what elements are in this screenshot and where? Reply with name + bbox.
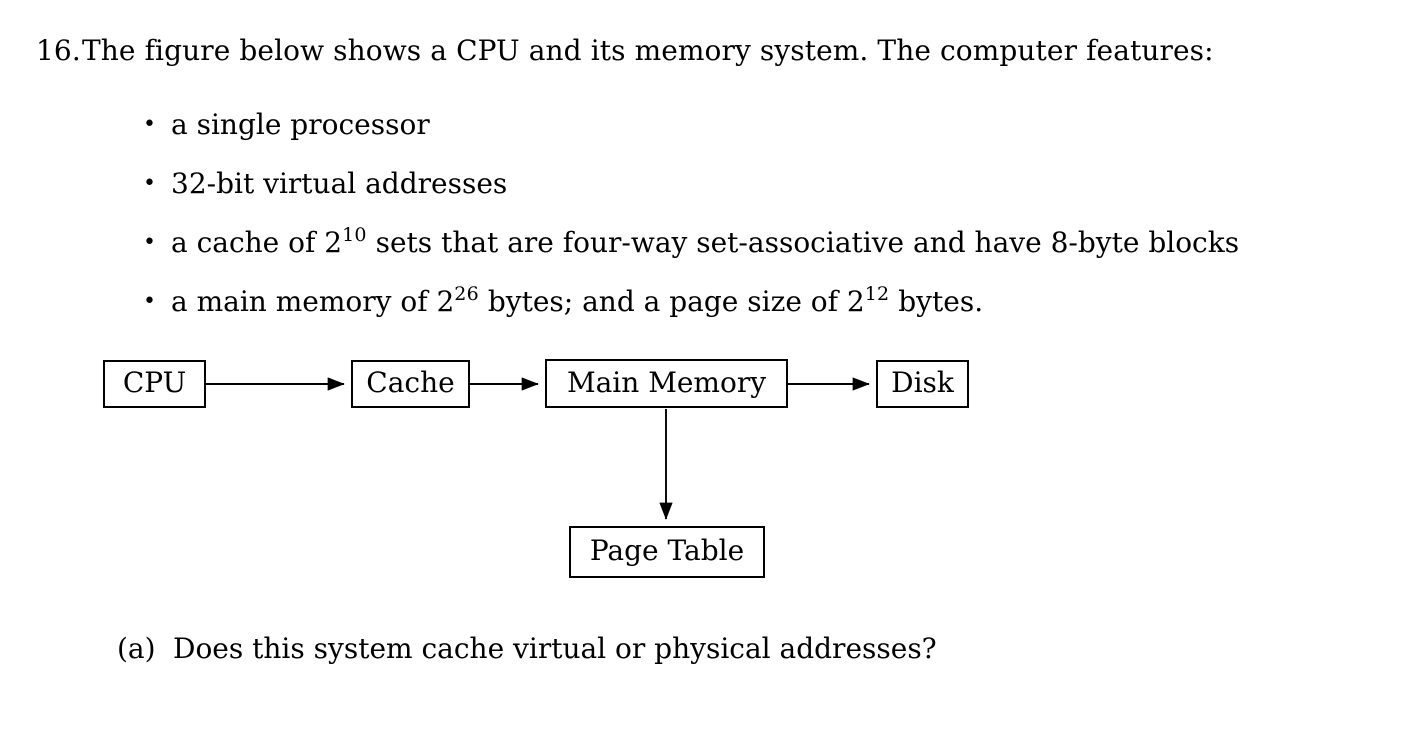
feature-list-item: • a cache of 210 sets that are four-way s… bbox=[143, 223, 1393, 285]
feature-list-item-text: a cache of 210 sets that are four-way se… bbox=[171, 223, 1240, 259]
subquestion-label: (a) bbox=[117, 632, 156, 665]
feature-list-item: • 32-bit virtual addresses bbox=[143, 167, 1393, 226]
feature-list-item-text: 32-bit virtual addresses bbox=[171, 167, 508, 200]
diagram-node-main-memory: Main Memory bbox=[545, 359, 788, 408]
subquestion-text: Does this system cache virtual or physic… bbox=[173, 632, 937, 665]
diagram-node-page-table-label: Page Table bbox=[589, 534, 745, 567]
problem-statement-text: The figure below shows a CPU and its mem… bbox=[82, 34, 1214, 67]
feature-list-item: • a single processor bbox=[143, 108, 1393, 167]
feature-list-item-text: a single processor bbox=[171, 108, 430, 141]
exponent: 12 bbox=[864, 282, 890, 305]
feature-list-item: • a main memory of 226 bytes; and a page … bbox=[143, 282, 1393, 344]
diagram-node-cpu: CPU bbox=[103, 360, 206, 408]
diagram-node-page-table: Page Table bbox=[569, 526, 765, 578]
bullet-icon: • bbox=[143, 112, 156, 137]
diagram-node-cpu-label: CPU bbox=[122, 366, 187, 399]
problem-number: 16. bbox=[36, 34, 81, 67]
feature-list-item-text: a main memory of 226 bytes; and a page s… bbox=[171, 282, 984, 318]
diagram-node-disk: Disk bbox=[876, 360, 969, 408]
bullet-icon: • bbox=[143, 230, 156, 255]
diagram-node-cache-label: Cache bbox=[366, 366, 455, 399]
feature-list: • a single processor • 32-bit virtual addre… bbox=[143, 108, 1393, 344]
diagram-node-disk-label: Disk bbox=[891, 366, 954, 399]
diagram-node-main-memory-label: Main Memory bbox=[566, 365, 767, 399]
exponent: 10 bbox=[342, 223, 367, 246]
bullet-icon: • bbox=[143, 171, 156, 196]
bullet-icon: • bbox=[143, 289, 156, 314]
subquestion-a: (a) Does this system cache virtual or ph… bbox=[117, 632, 937, 665]
problem-statement: 16. The figure below shows a CPU and its… bbox=[36, 34, 1376, 68]
exponent: 26 bbox=[454, 282, 479, 305]
diagram-node-cache: Cache bbox=[351, 360, 470, 408]
